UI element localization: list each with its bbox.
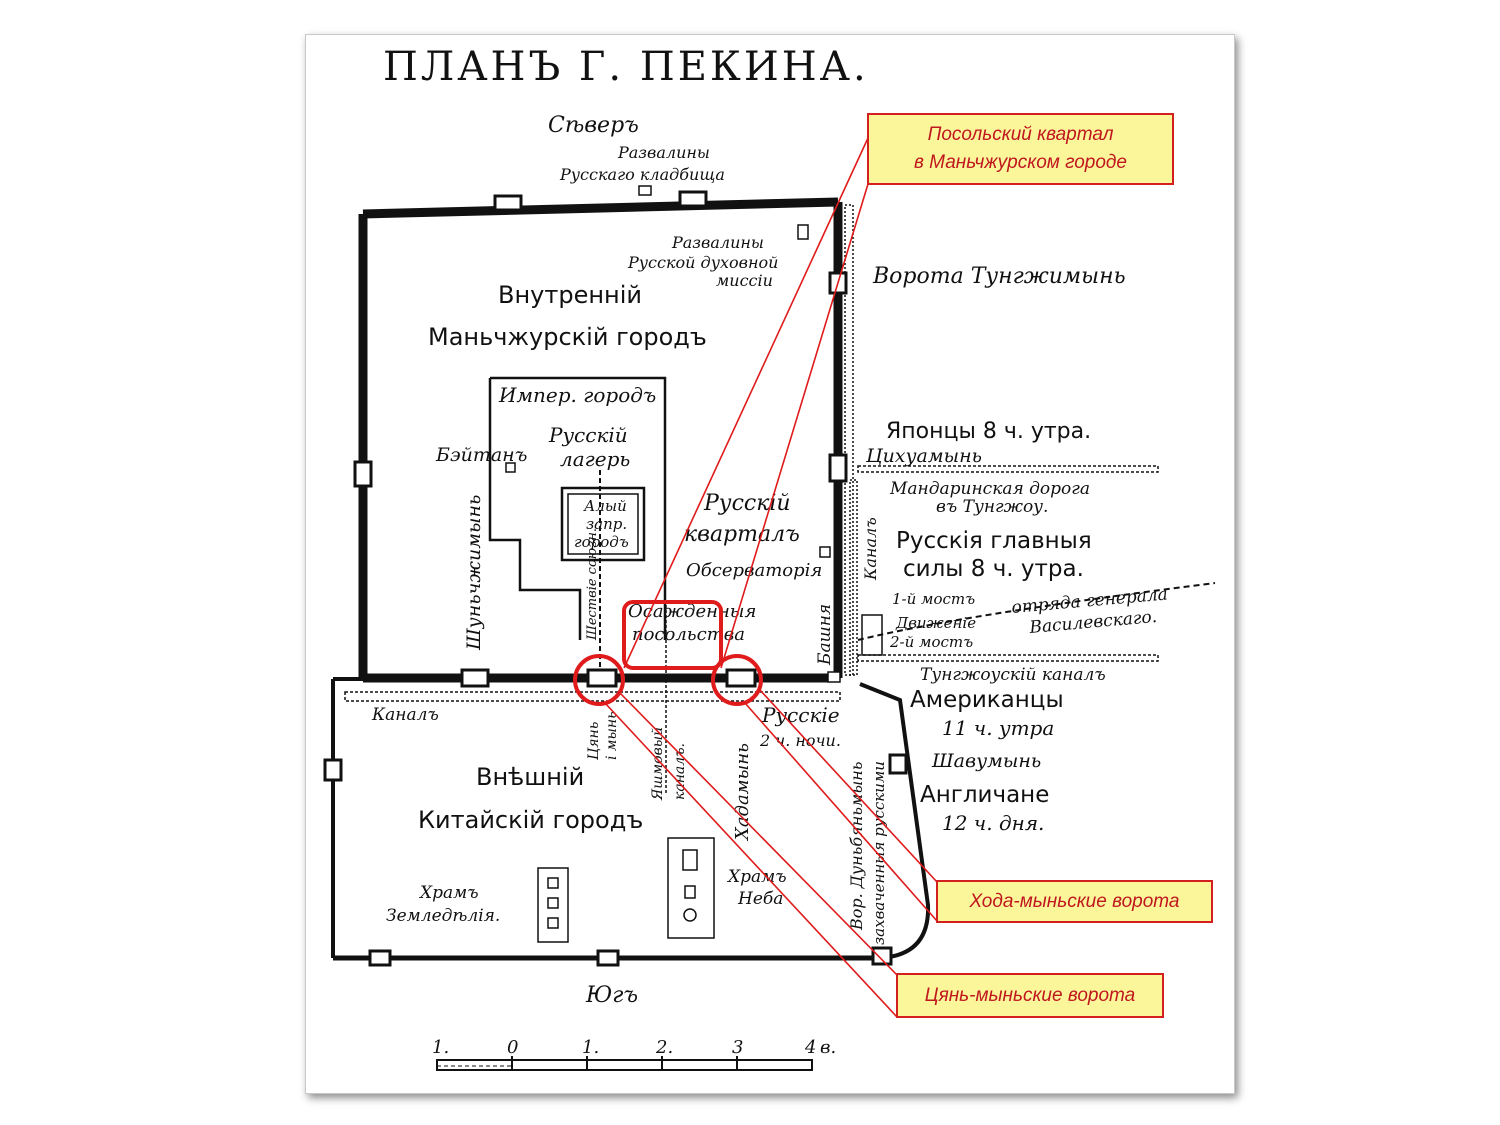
southern-canal — [344, 691, 841, 702]
label-yuhe-canal-2: каналъ. — [672, 743, 688, 800]
label-ruins-cemetery-2: Русскаго кладбища — [559, 165, 725, 184]
label-dongbian-2: захваченныя русскими — [870, 761, 888, 945]
scale-bar: 1. 0 1. 2. 3 4 в. — [432, 1037, 836, 1071]
inner-wall-gates — [353, 190, 848, 688]
label-besieged-1: Осажденныя — [628, 601, 756, 622]
label-inner-city-2: Маньчжурскій городъ — [428, 323, 707, 351]
highlights — [573, 137, 938, 1018]
label-ruins-mission-1: Развалины — [671, 233, 764, 252]
agriculture-temple — [537, 867, 569, 943]
label-south: Югъ — [585, 983, 638, 1008]
scale-tick-4: 3 — [732, 1037, 743, 1058]
imperial-city-outline — [488, 376, 667, 640]
canal-right-vertical — [849, 479, 858, 676]
label-procession: Шествіе союзн. — [585, 528, 600, 641]
map-title: ПЛАНЪ Г. ПЕКИНА. — [383, 44, 869, 90]
label-russians-night-1: Русскіе — [761, 703, 840, 727]
scale-unit: в. — [820, 1037, 836, 1058]
label-qian-gate-1: Цянь — [586, 722, 602, 760]
label-agri-temple-2: Земледѣлія. — [386, 906, 500, 926]
label-canal-left: Каналъ — [371, 705, 439, 725]
scale-tick-1: 0 — [507, 1037, 518, 1058]
label-shunchzhi: Шуньчжимынь — [463, 495, 485, 651]
label-tower: Башня — [815, 604, 835, 666]
callout-hada-gate: Хода-мыньские ворота — [936, 880, 1213, 923]
label-mandarin-road-2: въ Тунгжоу. — [936, 497, 1048, 517]
label-ruins-mission-3: миссіи — [716, 271, 773, 290]
east-canal — [844, 204, 854, 676]
label-russian-quarter-1: Русскій — [703, 491, 791, 516]
scale-tick-2: 1. — [582, 1037, 599, 1058]
label-russian-camp-1: Русскій — [548, 423, 628, 447]
label-ruins-mission-2: Русской духовной — [627, 253, 778, 272]
heaven-temple — [667, 837, 715, 939]
label-inner-city-1: Внутренній — [498, 281, 642, 309]
qian-leader-a — [619, 692, 898, 976]
label-movement-1: Движеніе — [895, 614, 976, 632]
label-shavu: Шавумынь — [931, 750, 1041, 772]
label-outer-city-1: Внѣшній — [476, 763, 584, 791]
callout-qian-gate: Цянь-мыньские ворота — [896, 973, 1164, 1018]
label-mandarin-road-1: Мандаринская дорога — [889, 479, 1090, 499]
label-americans-1: Американцы — [910, 687, 1064, 713]
label-americans-2: 11 ч. утра — [942, 716, 1054, 740]
label-beitan: Бэйтанъ — [435, 444, 527, 466]
callout-hada-text: Хода-мыньские ворота — [969, 890, 1180, 912]
label-bridge-1: 1-й мостъ — [892, 590, 975, 608]
callout-qian-text: Цянь-мыньские ворота — [924, 984, 1136, 1006]
label-outer-city-2: Китайскій городъ — [418, 806, 643, 834]
embassy-leader-b — [720, 183, 869, 669]
label-ruins-cemetery-1: Развалины — [617, 143, 710, 162]
hada-gate-highlight — [711, 654, 763, 706]
label-heaven-temple-1: Храмъ — [726, 867, 787, 887]
label-hada-gate: Хадамынь — [732, 743, 753, 842]
label-gate-tungzhi: Ворота Тунгжимынь — [872, 264, 1126, 289]
qian-gate-highlight — [573, 654, 625, 706]
label-qian-gate-2: і мынь — [604, 711, 620, 760]
building-markers — [505, 185, 841, 683]
label-besieged-2: посольства — [632, 624, 745, 645]
callout-embassy-line1: Посольский квартал — [927, 124, 1114, 145]
callout-embassy-quarter: Посольский квартал в Маньчжурском городе — [867, 113, 1174, 185]
label-tungzhou-canal: Тунгжоускій каналъ — [920, 665, 1106, 685]
label-agri-temple-1: Храмъ — [418, 883, 479, 903]
outer-wall-gates — [323, 753, 908, 967]
label-red-city-2: запр. — [586, 515, 627, 533]
forbidden-city — [560, 486, 646, 562]
label-red-city-3: городъ — [574, 533, 629, 551]
hada-leader-b — [744, 702, 938, 922]
label-observatory: Обсерваторія — [686, 560, 822, 581]
label-bridge-2: 2-й мостъ — [889, 633, 973, 651]
label-japanese: Японцы 8 ч. утра. — [886, 419, 1091, 444]
label-british-2: 12 ч. дня. — [942, 811, 1044, 835]
label-russians-night-2: 2 ч. ночи. — [759, 731, 841, 750]
label-russian-main-1: Русскія главныя — [896, 528, 1092, 554]
label-canal-right: Каналъ — [861, 517, 880, 581]
label-russian-quarter-2: кварталъ — [684, 522, 800, 547]
scale-tick-0: 1. — [432, 1037, 449, 1058]
embassy-highlight-box — [622, 600, 723, 670]
label-heaven-temple-2: Неба — [737, 889, 783, 909]
label-british-1: Англичане — [920, 782, 1049, 808]
label-yuhe-canal-1: Яшмовый — [650, 727, 666, 801]
label-qihua: Цихуамынь — [865, 445, 982, 467]
embassy-leader-a — [623, 137, 869, 669]
hada-leader-a — [759, 689, 938, 883]
label-imperial-city: Импер. городъ — [498, 383, 656, 407]
scale-tick-5: 4 — [804, 1037, 816, 1058]
east-roads — [857, 465, 1216, 662]
label-north: Сѣверъ — [548, 113, 639, 138]
label-red-city-1: Алый — [583, 497, 627, 515]
callout-embassy-line2: в Маньчжурском городе — [913, 152, 1128, 173]
map-labels: Сѣверъ Развалины Русскаго кладбища Разва… — [371, 113, 1169, 1008]
label-russian-camp-2: лагерь — [560, 447, 630, 471]
label-dongbian-1: Вор. Дуньбяньмынь — [847, 762, 866, 932]
scale-tick-3: 2. — [655, 1037, 673, 1058]
label-russian-main-2: силы 8 ч. утра. — [903, 556, 1084, 582]
qian-leader-b — [604, 702, 898, 1018]
